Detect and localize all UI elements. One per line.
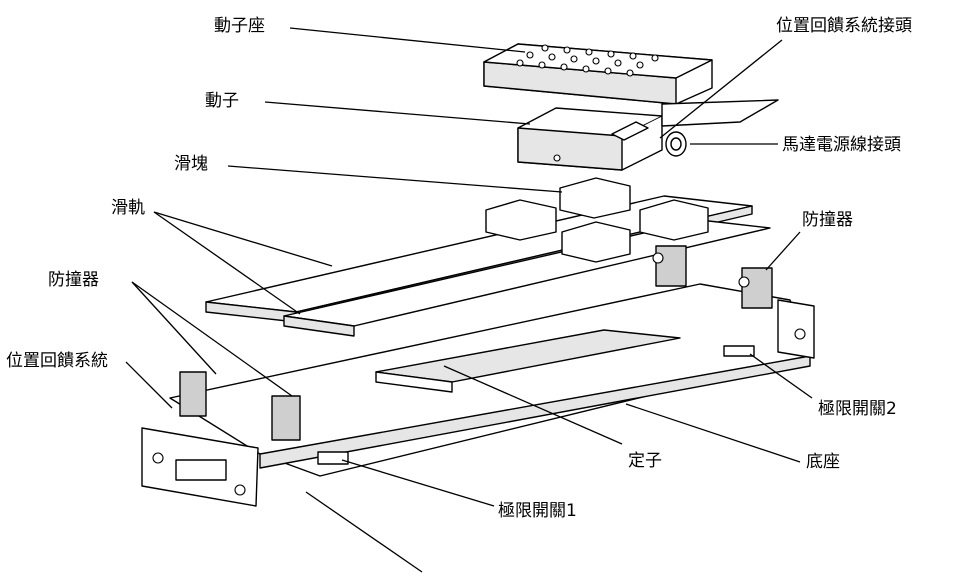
label-motor-power-connector: 馬達電源線接頭 [782, 135, 901, 155]
label-bumper-left: 防撞器 [48, 270, 99, 290]
label-bumper-right: 防撞器 [802, 210, 853, 230]
label-feedback-system: 位置回饋系統 [6, 351, 108, 371]
label-slider: 滑塊 [174, 154, 208, 174]
slider-blocks [485, 177, 709, 263]
label-rail: 滑軌 [111, 198, 145, 218]
mover-part [517, 99, 779, 171]
mover-base-part [483, 43, 713, 105]
motor-power-connector-part [665, 131, 687, 157]
label-mover-base: 動子座 [214, 16, 265, 36]
label-feedback-connector: 位置回饋系統接頭 [776, 16, 912, 36]
label-mover: 動子 [205, 91, 239, 111]
leader-lines [125, 27, 813, 573]
bumper-parts [179, 245, 773, 441]
label-base: 底座 [806, 452, 840, 472]
mover-base-holes [516, 44, 659, 77]
label-stator: 定子 [628, 451, 662, 471]
limit-switch-parts [317, 345, 755, 465]
label-limit-switch-1: 極限開關1 [498, 501, 577, 521]
label-limit-switch-2: 極限開關2 [818, 399, 897, 419]
base-part [141, 283, 815, 507]
